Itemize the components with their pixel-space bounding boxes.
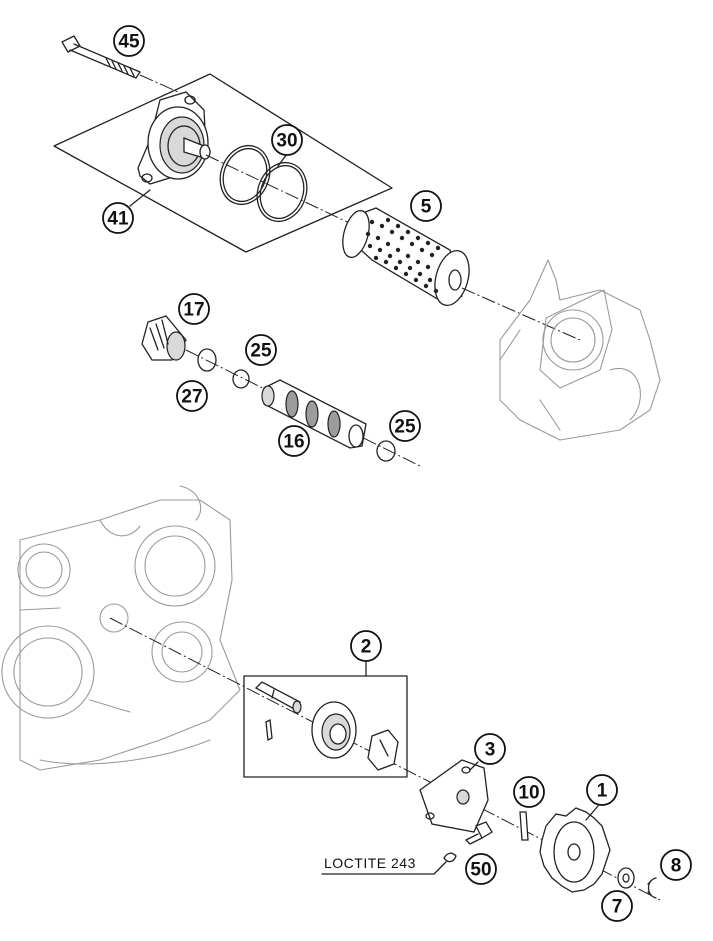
axis-cover: [205, 154, 361, 229]
leader-1: [585, 805, 599, 821]
callout-16: 16: [278, 425, 310, 457]
bolt-45-part: [61, 35, 141, 79]
leader-30: [277, 153, 288, 167]
svg-text:16: 16: [283, 432, 304, 453]
svg-text:3: 3: [485, 740, 496, 761]
svg-text:2: 2: [361, 637, 372, 658]
o-ring-25a-part: [232, 369, 250, 389]
pump-rotor-part: [311, 701, 357, 759]
o-rings-part: [219, 144, 308, 223]
callout-3: 3: [474, 733, 506, 765]
callout-7: 7: [601, 890, 633, 922]
callout-8: 8: [660, 849, 692, 881]
callout-41: 41: [102, 202, 134, 234]
circlip-8-part: [647, 877, 657, 899]
filter-cover-part: [137, 91, 211, 185]
pump-cover-part: [419, 759, 489, 833]
strainer-plug-part: [141, 315, 187, 361]
pump-gear-part: [539, 807, 611, 893]
washer-27-part: [197, 348, 217, 372]
callout-27: 27: [176, 380, 208, 412]
callout-25b: 25: [389, 410, 421, 442]
engine-case-lower: [1, 485, 241, 771]
svg-text:25: 25: [250, 341, 272, 362]
leader-3: [469, 761, 479, 771]
screen-strainer-part: [261, 379, 367, 449]
callout-5: 5: [410, 190, 442, 222]
callout-2: 2: [350, 630, 382, 662]
svg-text:10: 10: [518, 783, 539, 804]
callout-17: 17: [178, 293, 210, 325]
svg-text:25: 25: [394, 417, 416, 438]
loctite-note: LOCTITE 243: [324, 855, 416, 871]
svg-text:41: 41: [107, 209, 129, 230]
svg-text:17: 17: [183, 300, 204, 321]
svg-text:50: 50: [470, 860, 491, 881]
callout-50: 50: [465, 853, 497, 885]
pin-10-part: [519, 811, 529, 841]
leader-41: [129, 189, 151, 207]
cover-group-outline: [53, 73, 393, 253]
bolt-50-part: [465, 821, 493, 845]
callout-45: 45: [113, 25, 145, 57]
callout-25a: 25: [245, 334, 277, 366]
engine-case-upper: [499, 259, 661, 441]
pump-group-outline: [243, 675, 408, 778]
svg-text:30: 30: [276, 131, 297, 152]
note-leader: [433, 861, 447, 875]
loctite-drop-icon: [443, 852, 457, 863]
pump-shaft-part: [254, 681, 302, 741]
oil-filter-part: [342, 207, 470, 307]
callout-10: 10: [513, 776, 545, 808]
svg-text:5: 5: [421, 197, 432, 218]
svg-text:7: 7: [612, 897, 623, 918]
pump-inner-rotor-part: [367, 729, 399, 771]
axis-filter: [461, 287, 581, 341]
washer-7-part: [617, 867, 635, 889]
o-ring-25b-part: [376, 440, 396, 462]
svg-text:27: 27: [181, 387, 202, 408]
callout-30: 30: [271, 124, 303, 156]
callout-1: 1: [586, 774, 618, 806]
svg-text:45: 45: [118, 32, 140, 53]
svg-text:8: 8: [671, 856, 682, 877]
svg-text:1: 1: [597, 781, 608, 802]
